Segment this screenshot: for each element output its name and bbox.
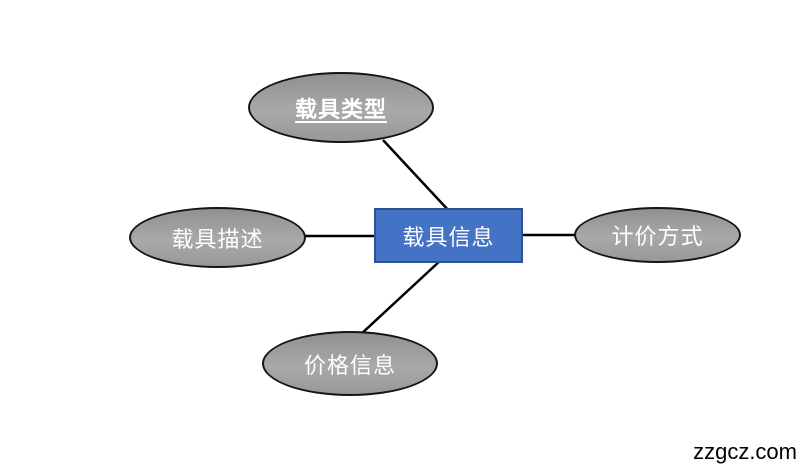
edge-center-bottom: [359, 259, 442, 336]
attribute-node-top: 载具类型: [248, 72, 434, 143]
attribute-node-right: 计价方式: [574, 207, 741, 263]
attribute-label: 价格信息: [303, 352, 396, 378]
attribute-label: 计价方式: [611, 224, 704, 249]
entity-label: 载具信息: [402, 224, 495, 250]
attribute-label: 载具类型: [294, 96, 387, 122]
attribute-label: 载具描述: [171, 226, 264, 252]
attribute-node-left: 载具描述: [129, 207, 306, 268]
edge-center-top: [382, 139, 451, 213]
attribute-node-bottom: 价格信息: [262, 331, 438, 396]
watermark-text: zzgcz.com: [693, 439, 797, 464]
entity-node-center: 载具信息: [374, 208, 523, 263]
